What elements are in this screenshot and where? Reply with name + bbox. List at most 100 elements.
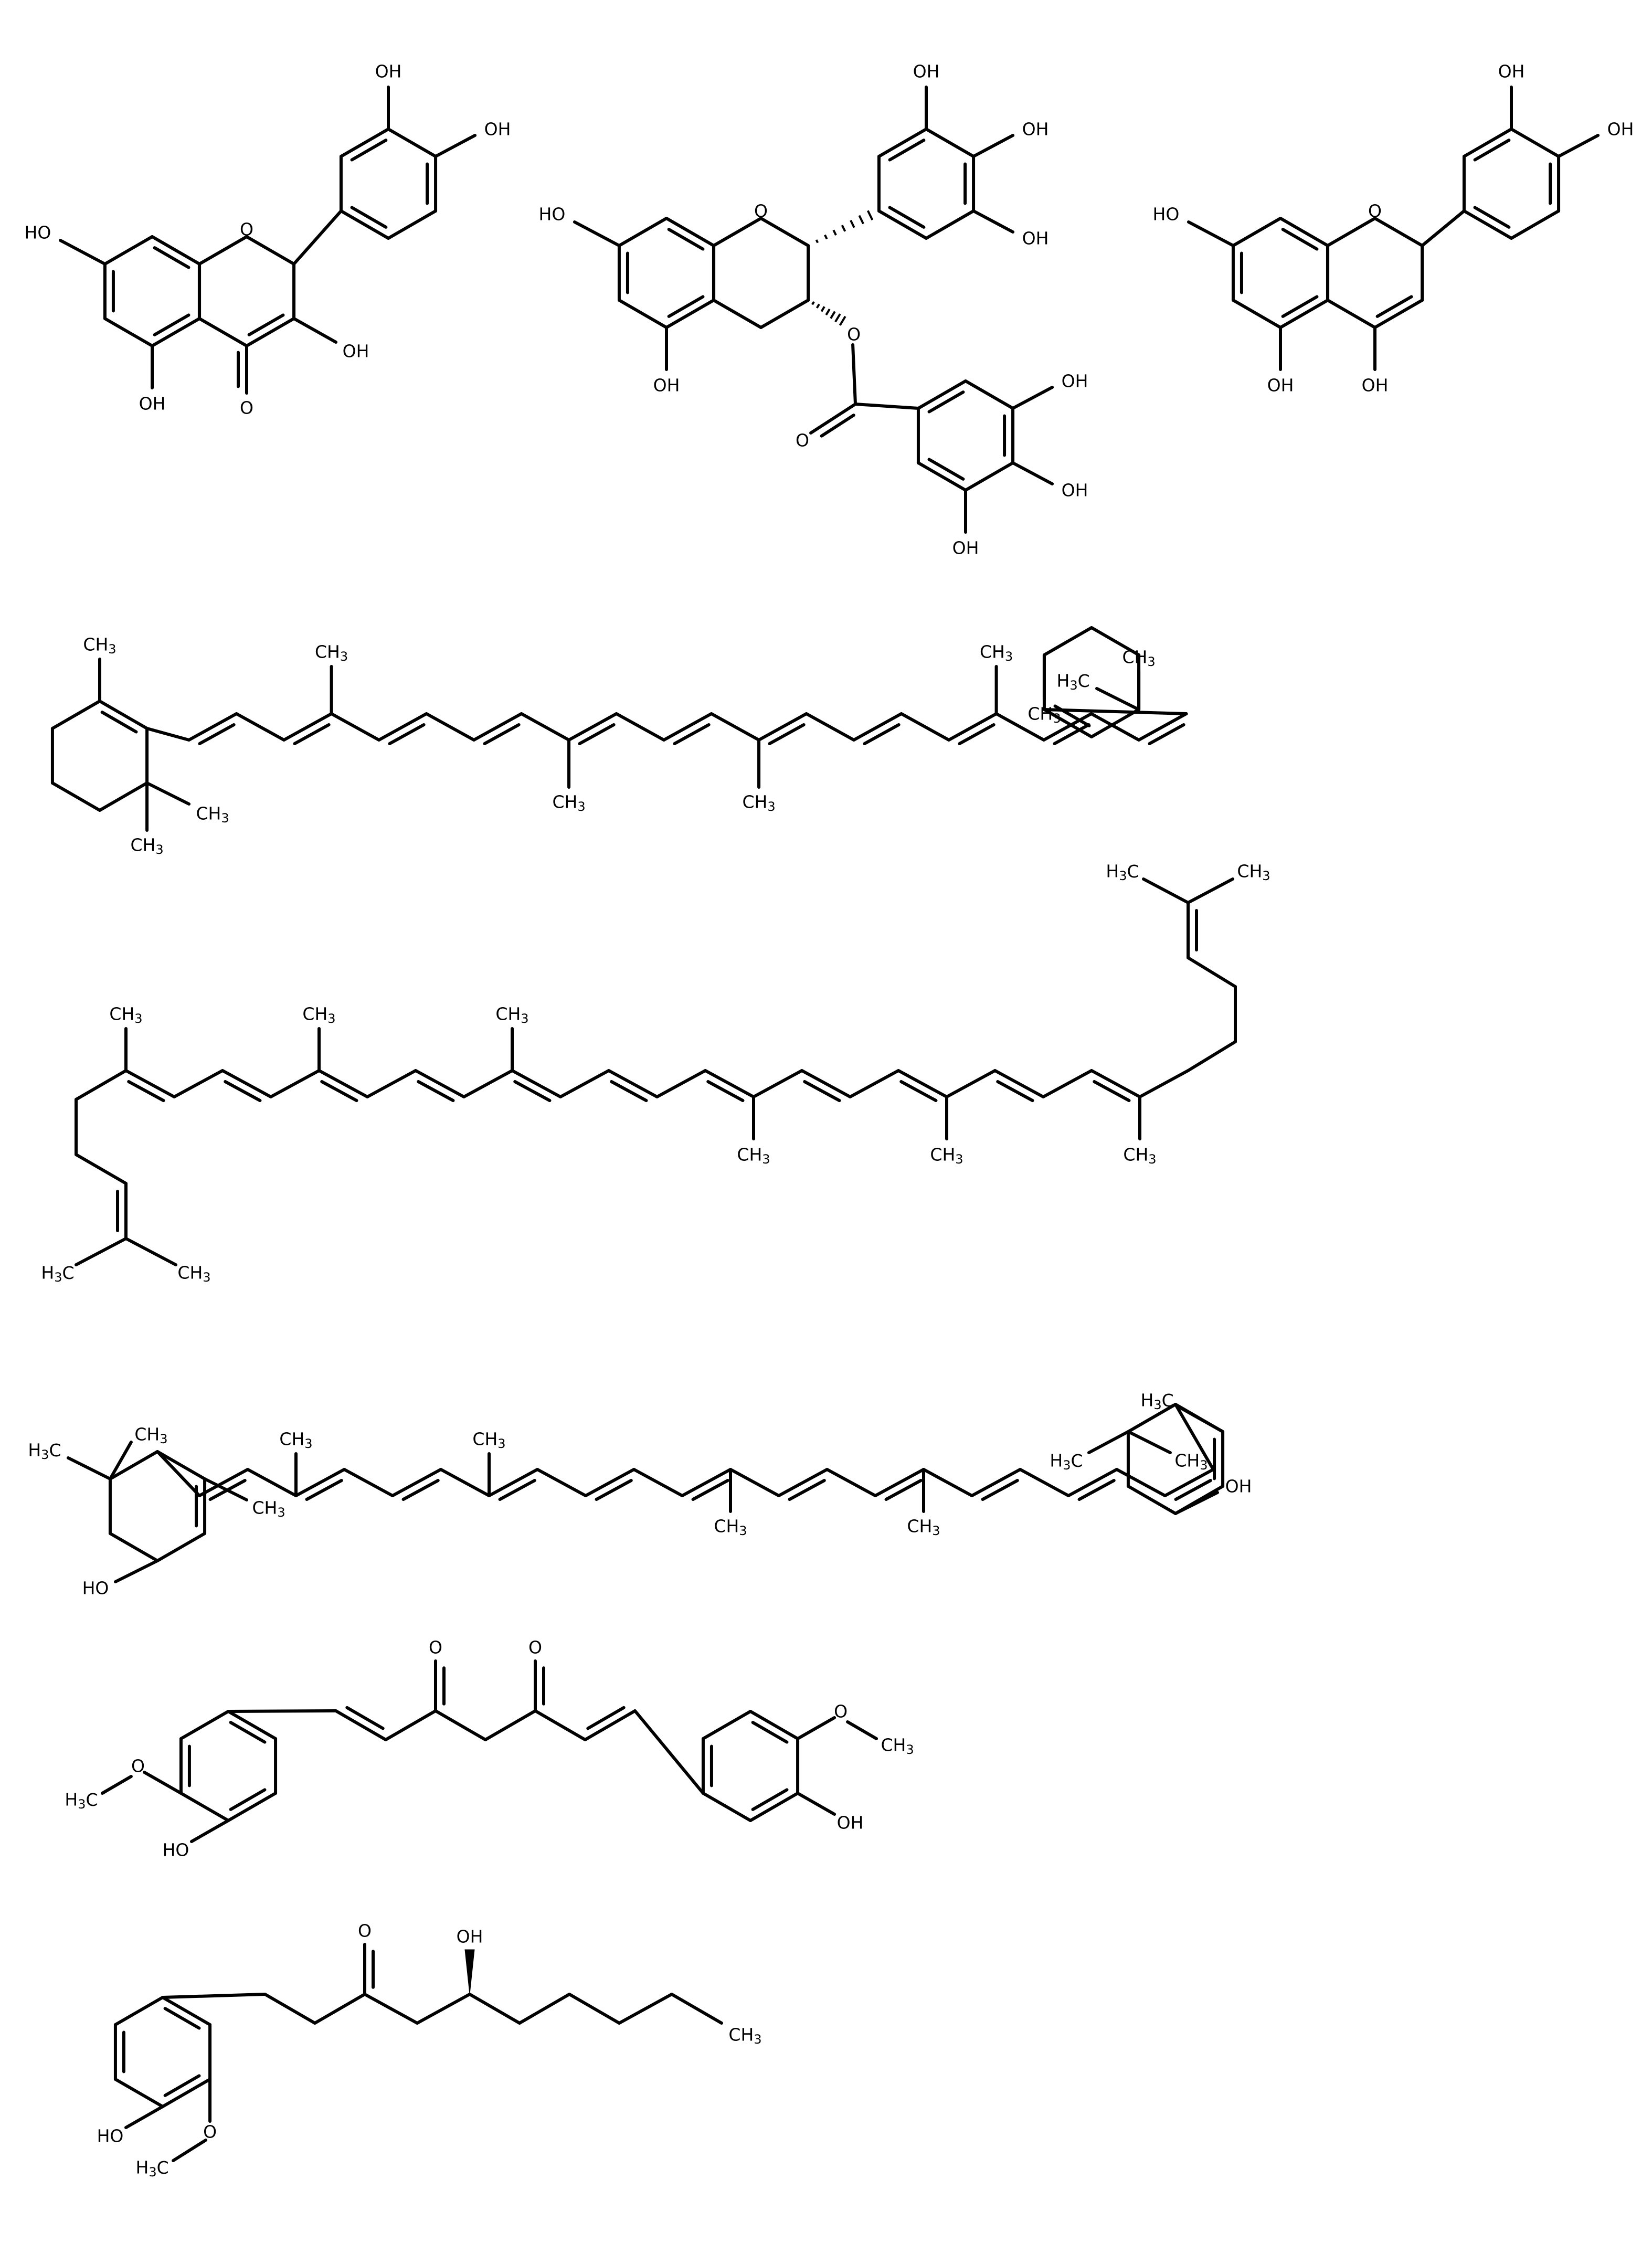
chain-bond xyxy=(488,1468,539,1497)
single-bond xyxy=(108,1441,133,1480)
chain-bond xyxy=(1137,712,1188,742)
atom-label: CH3 xyxy=(279,1429,312,1452)
double-bond xyxy=(768,723,806,746)
subscript: 3 xyxy=(134,1011,142,1026)
ring-bond xyxy=(151,235,202,266)
single-bond xyxy=(75,1153,128,1185)
atom-label: CH3 xyxy=(1122,647,1155,670)
ring-bond xyxy=(227,1792,278,1822)
hash-bond xyxy=(815,239,819,244)
single-bond xyxy=(172,2139,208,2162)
double-bond xyxy=(293,723,331,746)
chain-bond xyxy=(777,1468,829,1497)
double-bond xyxy=(345,1706,385,1730)
single-bond xyxy=(190,1819,230,1843)
single-bond xyxy=(58,239,107,266)
atom-label-rest: C xyxy=(1078,671,1090,691)
subscript: 3 xyxy=(304,1436,312,1451)
single-bond xyxy=(846,1720,878,1740)
hash-bond xyxy=(841,225,846,232)
atom-label: CH3 xyxy=(737,1145,770,1167)
ring-bond xyxy=(1326,299,1376,329)
chain-bond xyxy=(947,712,998,742)
ring-bond xyxy=(1231,299,1282,329)
atom-label: CH3 xyxy=(714,1516,747,1539)
ring-bond xyxy=(1373,299,1424,329)
chain-bond xyxy=(343,1468,394,1497)
ring-bond xyxy=(877,209,928,240)
chain-bond xyxy=(752,1069,803,1098)
atom-label: CH3 xyxy=(930,1145,963,1167)
ring-bond xyxy=(103,317,154,347)
atom-label: HO xyxy=(163,1840,189,1860)
ring-bond xyxy=(151,317,202,347)
ring-bond xyxy=(712,217,763,247)
single-bond xyxy=(1142,877,1190,904)
atom-label: O xyxy=(754,201,768,221)
chain-bond xyxy=(584,1468,636,1497)
chain-bond xyxy=(366,1069,417,1098)
single-bond xyxy=(1042,708,1188,715)
ring-bond xyxy=(1279,217,1330,247)
chain-bond xyxy=(618,1993,673,2025)
atom-label: CH3 xyxy=(1237,861,1270,884)
atom-label: CH3 xyxy=(252,1498,285,1520)
double-bond xyxy=(350,206,388,229)
atom-label: OH xyxy=(1362,375,1389,396)
chain-bond xyxy=(804,712,856,742)
chain-bond xyxy=(852,712,903,742)
ring-bond xyxy=(108,1450,159,1480)
ring-bond xyxy=(245,235,296,266)
double-bond xyxy=(751,1788,789,1811)
chain-bond xyxy=(584,1709,637,1741)
chain-bond xyxy=(1090,1069,1141,1098)
single-bond xyxy=(972,209,1015,234)
double-bond xyxy=(888,139,926,162)
hash-bond xyxy=(832,229,837,236)
single-bond xyxy=(854,403,920,410)
hash-bond xyxy=(858,215,864,225)
ring-bond xyxy=(916,461,967,492)
atom-label: OH xyxy=(457,1927,483,1947)
subscript: 3 xyxy=(221,811,229,826)
ring-bond xyxy=(759,299,810,329)
atom-label: OH xyxy=(1062,371,1088,392)
single-bond xyxy=(1087,1430,1130,1454)
chain-bond xyxy=(363,1993,419,2025)
ring-bond xyxy=(1510,128,1561,158)
hash-bond xyxy=(811,301,815,305)
chain-bond xyxy=(662,712,713,742)
chain-bond xyxy=(263,1993,316,2025)
hash-bond xyxy=(824,234,828,240)
subscript: 3 xyxy=(1069,678,1077,693)
double-bond xyxy=(803,1080,841,1103)
ring-bond xyxy=(103,235,154,266)
double-bond xyxy=(586,1706,626,1730)
single-bond xyxy=(75,1237,128,1266)
atom-label: OH xyxy=(1498,61,1525,82)
chain-bond xyxy=(632,1468,684,1497)
subscript: 3 xyxy=(932,1523,940,1538)
ring-bond xyxy=(161,1996,212,2026)
double-bond xyxy=(1077,1479,1116,1501)
hash-bond xyxy=(816,303,820,309)
chain-bond xyxy=(294,1468,346,1497)
ring-bond xyxy=(617,217,668,247)
single-bond xyxy=(1011,386,1054,410)
double-bond xyxy=(198,723,236,746)
chain-bond xyxy=(897,1069,948,1098)
single-bond xyxy=(145,781,191,806)
subscript: 3 xyxy=(1147,654,1155,669)
atom-label: OH xyxy=(837,1813,864,1833)
double-bond xyxy=(1281,228,1319,251)
double-bond xyxy=(163,2074,201,2097)
atom-label-rest: C xyxy=(86,1790,98,1810)
chain-bond xyxy=(757,712,808,742)
ring-bond xyxy=(1126,1403,1177,1433)
chain-bond xyxy=(1115,1468,1167,1497)
atom-label: OH xyxy=(1607,119,1634,140)
chain-bond xyxy=(536,1468,587,1497)
double-bond xyxy=(578,723,616,746)
atom-label: OH xyxy=(484,119,511,140)
chain-bond xyxy=(520,712,571,742)
